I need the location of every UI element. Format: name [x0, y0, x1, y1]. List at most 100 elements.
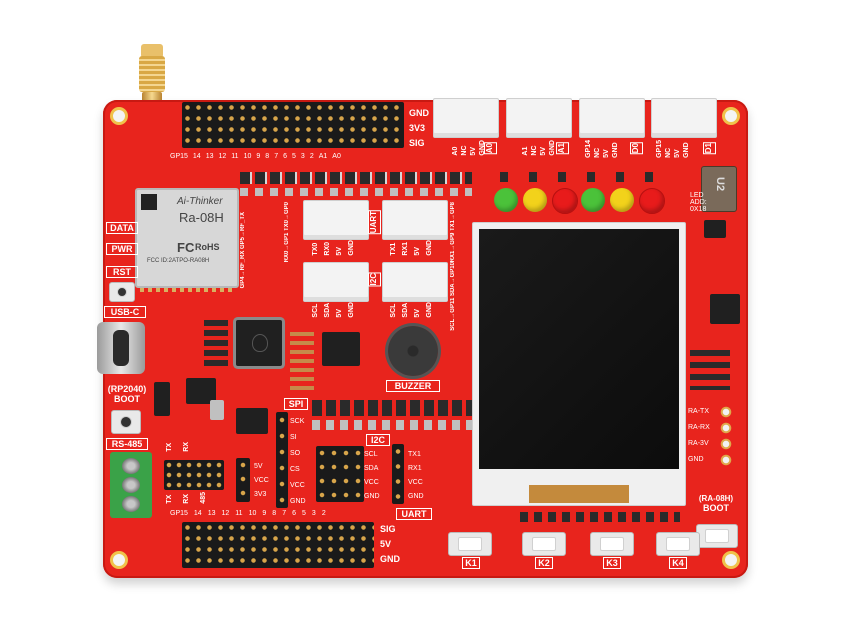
rst-button[interactable]: [109, 282, 135, 302]
voltage-label: VCC: [254, 477, 269, 484]
row-label-5v-bottom: 5V: [380, 539, 392, 549]
usb-c-port[interactable]: [97, 322, 145, 374]
led-green-1: [494, 188, 518, 212]
rs485-jumper-header[interactable]: [164, 460, 224, 490]
grove-i2c0[interactable]: [303, 262, 369, 302]
smd-cluster-2: [290, 332, 314, 390]
i2c-pin-label: SCL: [364, 451, 378, 458]
key-k1-button[interactable]: [448, 532, 492, 556]
top-pin-header[interactable]: [182, 102, 404, 148]
grove-pin-label: 5V: [336, 247, 343, 256]
ra-boot-line: (RA-08H): [698, 494, 734, 503]
voltage-label: 5V: [254, 463, 263, 470]
chip-u2: U2: [701, 166, 737, 212]
buzzer-label: BUZZER: [386, 380, 440, 392]
small-chip-right: [704, 220, 726, 238]
rs485-side-labels-2: TX RX 485: [166, 492, 207, 504]
pin-label: 7: [282, 510, 287, 517]
grove-tag-d1: D1: [703, 142, 716, 155]
pwr-label: PWR: [106, 243, 138, 255]
led-row: [494, 188, 665, 216]
i2c-pin-label: VCC: [364, 479, 379, 486]
bottom-header-row-labels: SIG 5V GND: [380, 522, 400, 567]
pin-label: 12: [218, 153, 227, 160]
smd-cluster-3: [690, 350, 730, 390]
data-label: DATA: [106, 222, 138, 234]
mounting-hole-tl: [110, 107, 128, 125]
pin-label: 13: [205, 153, 214, 160]
rp2040-boot-button[interactable]: [111, 410, 141, 434]
raspberry-logo-icon: [252, 334, 268, 352]
boot-rp2040-label: (RP2040) BOOT: [104, 384, 150, 404]
grove-pin-label: GND: [549, 140, 556, 156]
grove-pin-label: 5V: [540, 147, 547, 156]
grove-uart0[interactable]: [303, 200, 369, 240]
pin-label: 13: [207, 510, 216, 517]
pin-label: 2: [321, 510, 326, 517]
grove-tag-a1: A1: [556, 142, 569, 155]
led-address-label: LED ADD: 0X18: [690, 192, 707, 213]
grove-pin-label: SCL: [390, 303, 397, 318]
boot-label: BOOT: [114, 394, 140, 404]
pin-label: 6: [283, 153, 287, 160]
grove-d0-pins: GP14 NC 5V GND: [585, 140, 619, 158]
grove-uart1[interactable]: [382, 200, 448, 240]
row-label-gnd: GND: [409, 108, 429, 118]
i2c-pin-label: SDA: [364, 465, 379, 472]
grove-pin-label: NC: [665, 147, 672, 158]
key-k3-button[interactable]: [590, 532, 634, 556]
buzzer: [388, 326, 438, 376]
codec-chip: [322, 332, 360, 366]
grove-pin-label: GND: [612, 142, 619, 158]
i2c-jumper-block[interactable]: [316, 446, 364, 502]
led-red-1: [552, 188, 578, 214]
uart1-pins: TX1 RX1 5V GND: [390, 240, 433, 256]
smd-cluster-4: [312, 400, 472, 416]
pin-label: 5: [292, 153, 296, 160]
ra-pin-holes[interactable]: [720, 404, 732, 466]
voltage-jumper[interactable]: [236, 458, 250, 502]
bottom-pin-header[interactable]: [182, 522, 374, 568]
spi-pin-label: VCC: [290, 482, 305, 489]
ra-pin-labels: RA-TX RA-RX RA-3V GND: [688, 404, 710, 468]
grove-connector-d1[interactable]: [651, 98, 717, 138]
grove-pin-label: GND: [348, 302, 355, 318]
ra-pin-label: RA-TX: [688, 408, 709, 415]
flash-chip: [186, 378, 216, 404]
pin-label: 6: [292, 510, 296, 517]
ra08h-boot-button[interactable]: [696, 524, 738, 548]
pin-label: 8: [272, 510, 277, 517]
ra-pin-label: GND: [688, 456, 704, 463]
grove-pin-label: GP15: [656, 140, 663, 158]
grove-tag-a0: A0: [484, 142, 497, 155]
lcd-display: [472, 222, 686, 506]
spi-header[interactable]: [276, 412, 288, 508]
uart-header[interactable]: [392, 444, 404, 504]
led-yellow-1: [523, 188, 547, 212]
spi-pin-label: SI: [290, 434, 297, 441]
led-yellow-2: [610, 188, 634, 212]
key-k2-button[interactable]: [522, 532, 566, 556]
led-addr-line: 0X18: [690, 206, 707, 213]
grove-pin-label: NC: [594, 147, 601, 158]
grove-pin-label: TX0: [312, 242, 319, 256]
lcd-screen: [479, 229, 679, 469]
spi-pin-label: SO: [290, 450, 301, 457]
usbc-label: USB-C: [104, 306, 146, 318]
mounting-hole-bl: [110, 551, 128, 569]
rs485-terminal[interactable]: [110, 452, 152, 518]
uart-pin-label: GND: [408, 493, 424, 500]
grove-connector-a1[interactable]: [506, 98, 572, 138]
grove-connector-d0[interactable]: [579, 98, 645, 138]
grove-i2c1[interactable]: [382, 262, 448, 302]
i2c-title: I2C: [366, 434, 390, 446]
uart-pin-labels: TX1 RX1 VCC GND: [408, 448, 424, 504]
pin-label: GP15: [170, 153, 188, 160]
i2c1-pins: SCL SDA 5V GND: [390, 302, 433, 318]
grove-connector-a0[interactable]: [433, 98, 499, 138]
grove-pin-label: SDA: [402, 302, 409, 318]
grove-pin-label: 5V: [674, 149, 681, 158]
grove-pin-label: 5V: [470, 147, 477, 156]
ra-pin-label: RA-RX: [688, 424, 710, 431]
key-k4-button[interactable]: [656, 532, 700, 556]
